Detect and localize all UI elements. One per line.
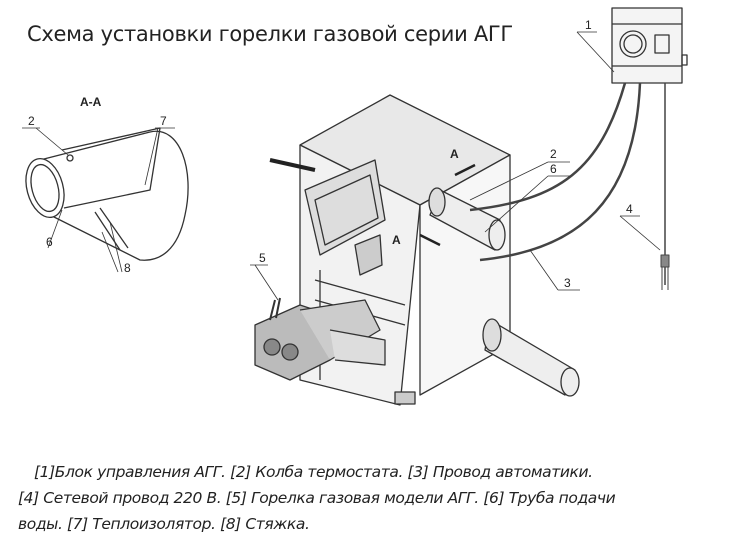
caption-line-3: воды. [7] Теплоизолятор. [8] Стяжка. bbox=[18, 515, 310, 533]
callout-3: 3 bbox=[564, 276, 571, 290]
callout-1: 1 bbox=[585, 18, 592, 32]
legend-caption: [1]Блок управления АГГ. [2] Колба термос… bbox=[18, 459, 748, 537]
callout-2-detail: 2 bbox=[28, 114, 35, 128]
callout-6-main: 6 bbox=[550, 162, 557, 176]
water-pipes: А А bbox=[392, 147, 580, 397]
callout-8: 8 bbox=[124, 261, 131, 275]
callout-7: 7 bbox=[160, 114, 167, 128]
callout-6-detail: 6 bbox=[46, 235, 53, 249]
diagram-title: Схема установки горелки газовой серии АГ… bbox=[27, 22, 513, 46]
caption-line-2: [4] Сетевой провод 220 В. [5] Горелка га… bbox=[18, 489, 616, 507]
section-mark-a-top: А bbox=[450, 147, 459, 161]
control-unit: 1 bbox=[576, 7, 688, 84]
section-mark-a-bottom: А bbox=[392, 233, 401, 247]
caption-line-1: [1]Блок управления АГГ. [2] Колба термос… bbox=[34, 463, 593, 481]
installation-drawing: А-А 2 7 6 8 bbox=[22, 7, 688, 406]
callout-2-main: 2 bbox=[550, 147, 557, 161]
callout-5: 5 bbox=[259, 251, 266, 265]
gas-burner: 5 bbox=[250, 251, 386, 381]
main-callouts: 2 6 3 4 bbox=[469, 147, 661, 291]
callout-4: 4 bbox=[626, 202, 633, 216]
cables bbox=[469, 82, 670, 290]
section-detail: А-А 2 7 6 8 bbox=[22, 95, 189, 275]
section-label: А-А bbox=[80, 95, 102, 109]
